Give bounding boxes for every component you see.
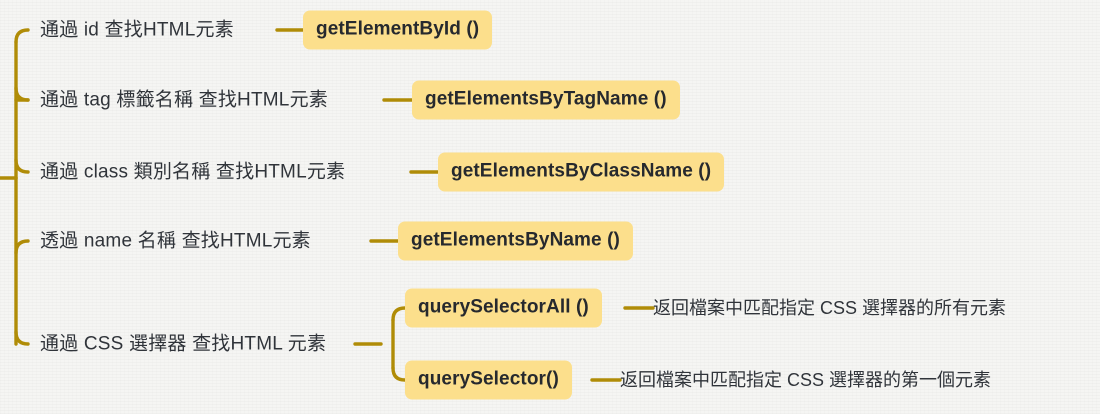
branch-by-name <box>14 239 30 255</box>
badge-query-selector[interactable]: querySelector() <box>405 360 572 400</box>
node-label-by-tag: 通過 tag 標籤名稱 查找HTML元素 <box>40 89 328 111</box>
node-label-by-class: 通過 class 類別名稱 查找HTML元素 <box>40 161 346 183</box>
badge-get-elements-by-class-name[interactable]: getElementsByClassName () <box>438 152 725 192</box>
badge-get-elements-by-name[interactable]: getElementsByName () <box>398 221 633 261</box>
css-branch-elbow-bottom <box>391 366 407 382</box>
branch-by-tag <box>14 86 30 102</box>
node-label-by-css: 通過 CSS 選擇器 查找HTML 元素 <box>40 333 327 355</box>
branch-by-class <box>14 158 30 174</box>
badge-query-selector-all[interactable]: querySelectorAll () <box>405 288 602 328</box>
css-branch-elbow-top <box>391 306 407 322</box>
description-query-selector-all: 返回檔案中匹配指定 CSS 選擇器的所有元素 <box>653 298 1007 318</box>
node-label-by-id: 通過 id 查找HTML元素 <box>40 19 234 41</box>
badge-get-element-by-id[interactable]: getElementById () <box>303 10 493 50</box>
description-query-selector: 返回檔案中匹配指定 CSS 選擇器的第一個元素 <box>620 370 992 390</box>
branch-by-id <box>14 28 30 44</box>
node-label-by-name: 透過 name 名稱 查找HTML元素 <box>40 230 311 252</box>
branch-by-css <box>14 330 30 346</box>
badge-get-elements-by-tag-name[interactable]: getElementsByTagName () <box>412 80 680 120</box>
